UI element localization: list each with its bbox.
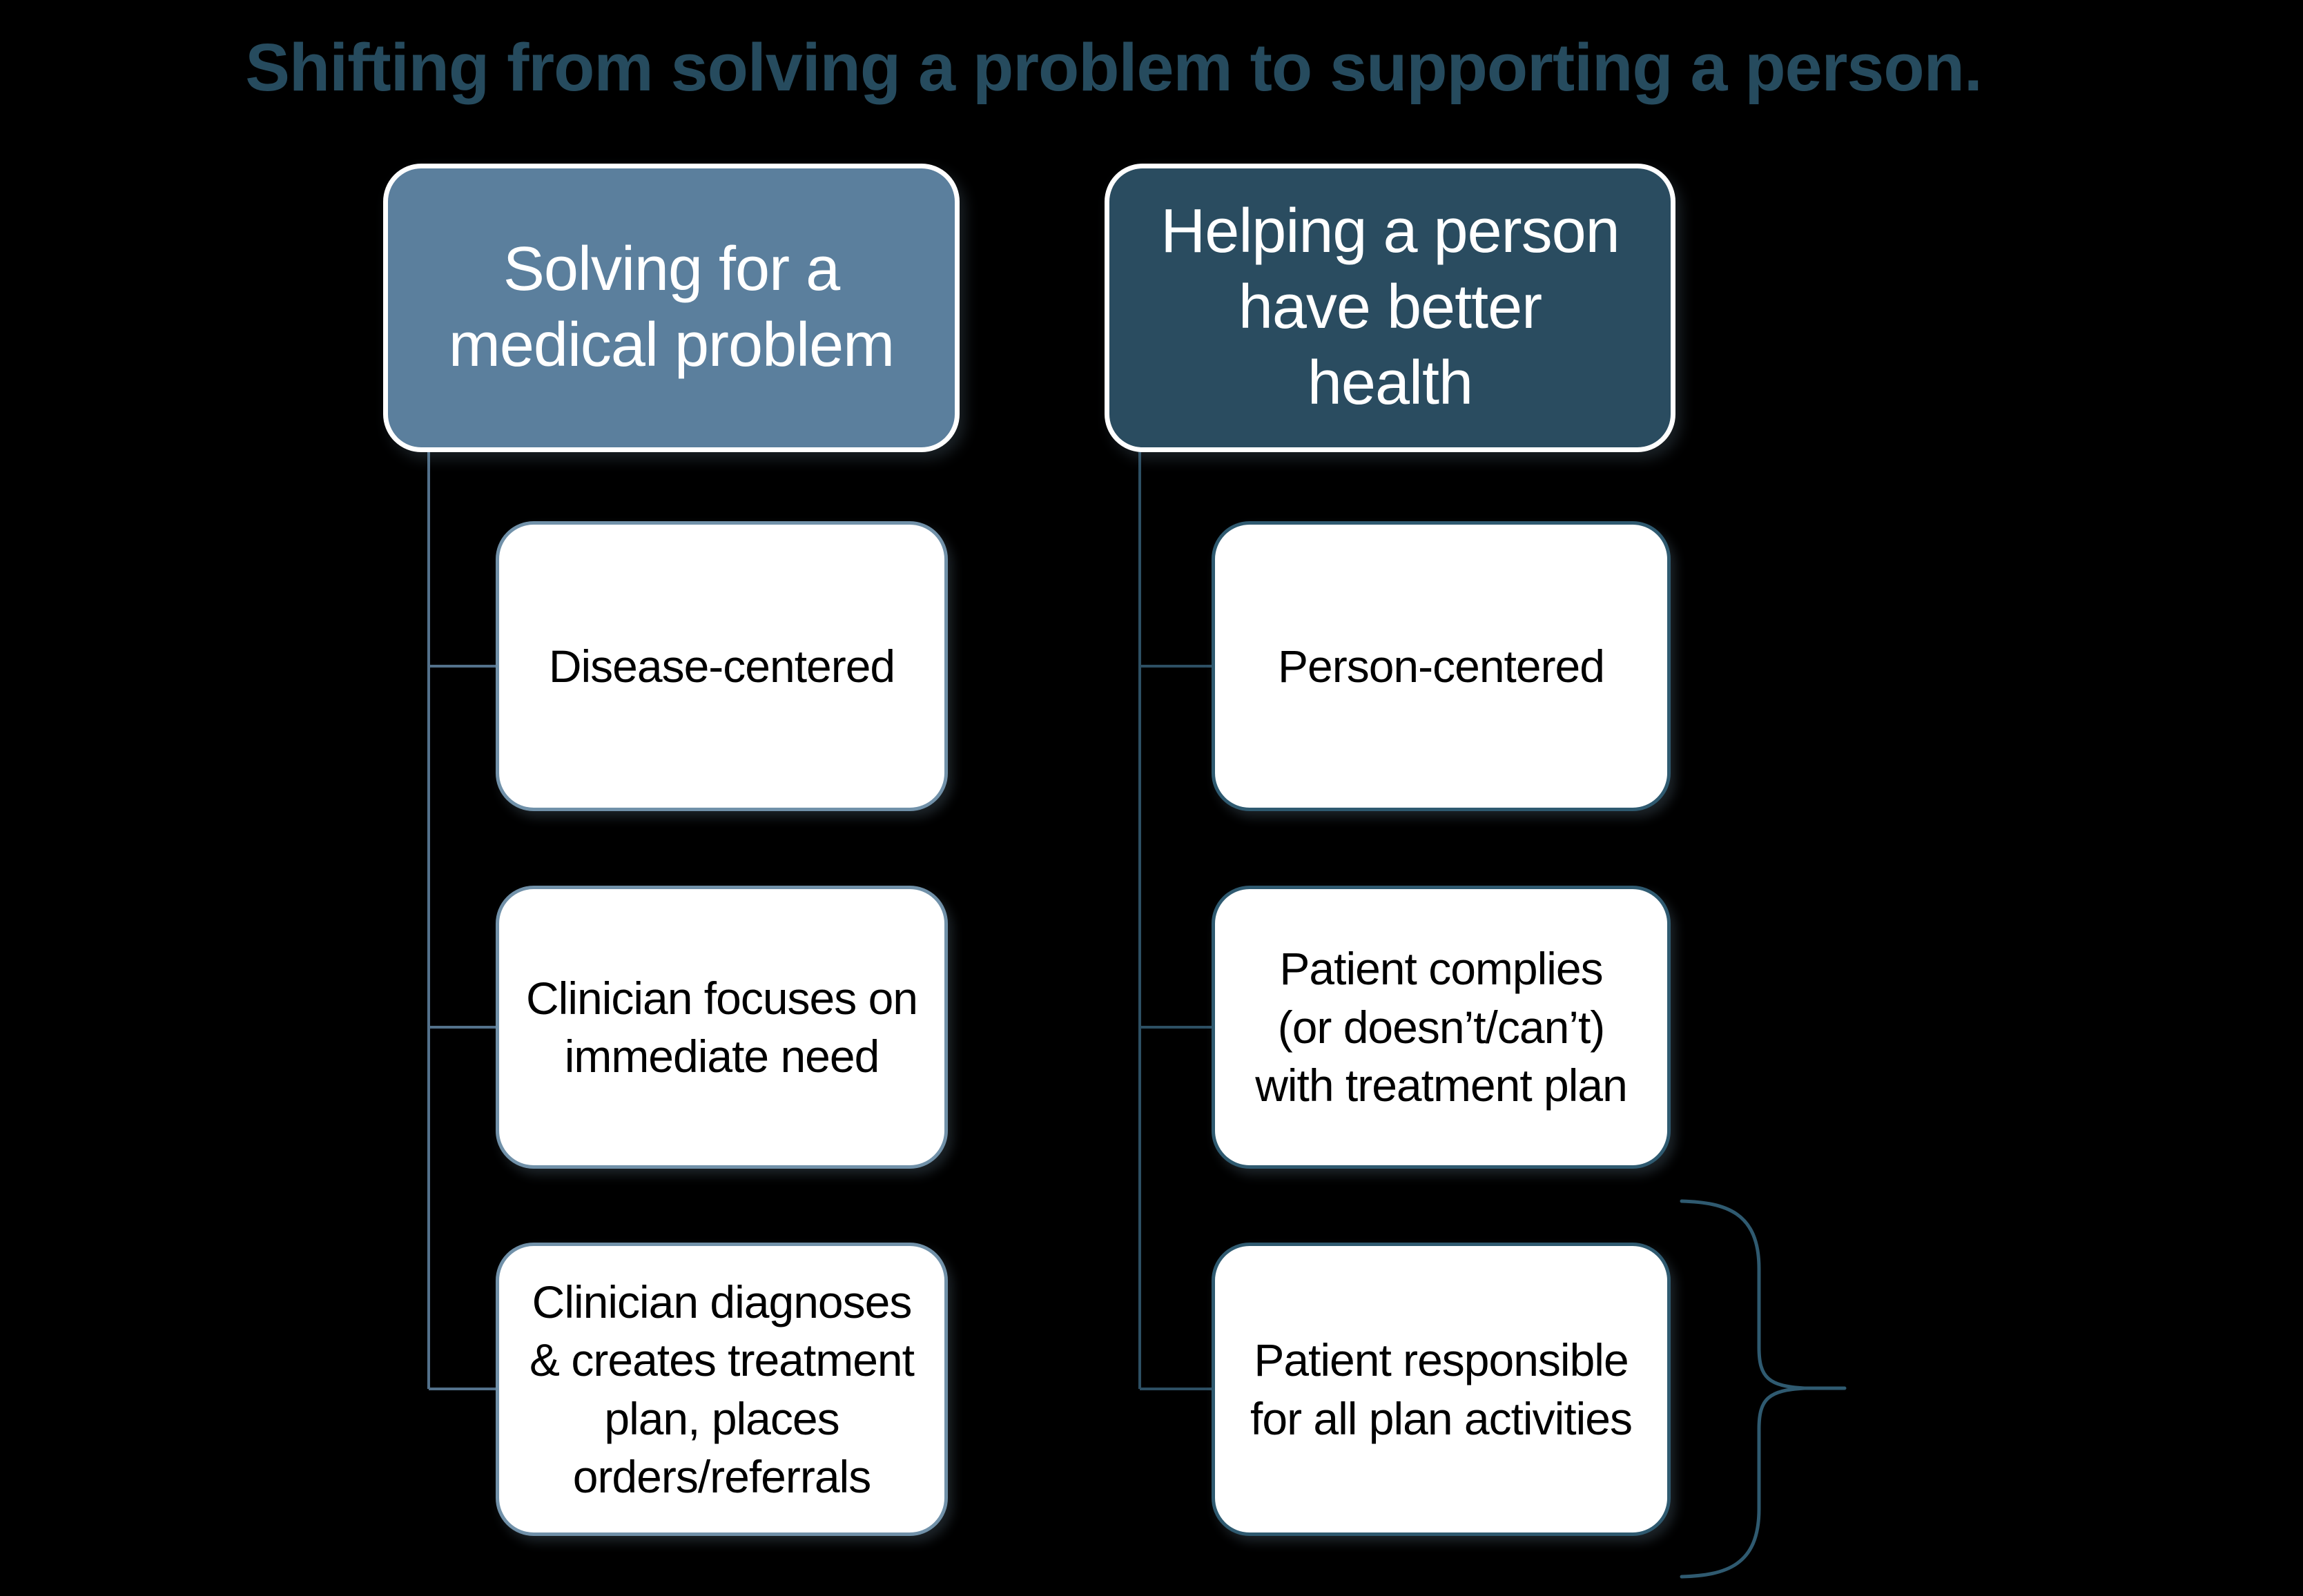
curly-brace: [1680, 1199, 1847, 1579]
header-box-solving-problem: Solving for a medical problem: [383, 164, 960, 452]
right-connector-lines: [1138, 450, 1212, 1390]
list-item-patient-responsible: Patient responsible for all plan activit…: [1212, 1243, 1671, 1536]
header-box-helping-person: Helping a person have better health: [1105, 164, 1675, 452]
list-item-clinician-diagnoses: Clinician diagnoses & creates treatment …: [496, 1243, 948, 1536]
left-connector-lines: [427, 450, 496, 1390]
list-item-clinician-focuses: Clinician focuses on immediate need: [496, 886, 948, 1169]
list-item-person-centered: Person-centered: [1212, 521, 1671, 811]
list-item-patient-complies: Patient complies (or doesn’t/can’t) with…: [1212, 886, 1671, 1169]
slide-title: Shifting from solving a problem to suppo…: [245, 30, 1983, 105]
list-item-disease-centered: Disease-centered: [496, 521, 948, 811]
